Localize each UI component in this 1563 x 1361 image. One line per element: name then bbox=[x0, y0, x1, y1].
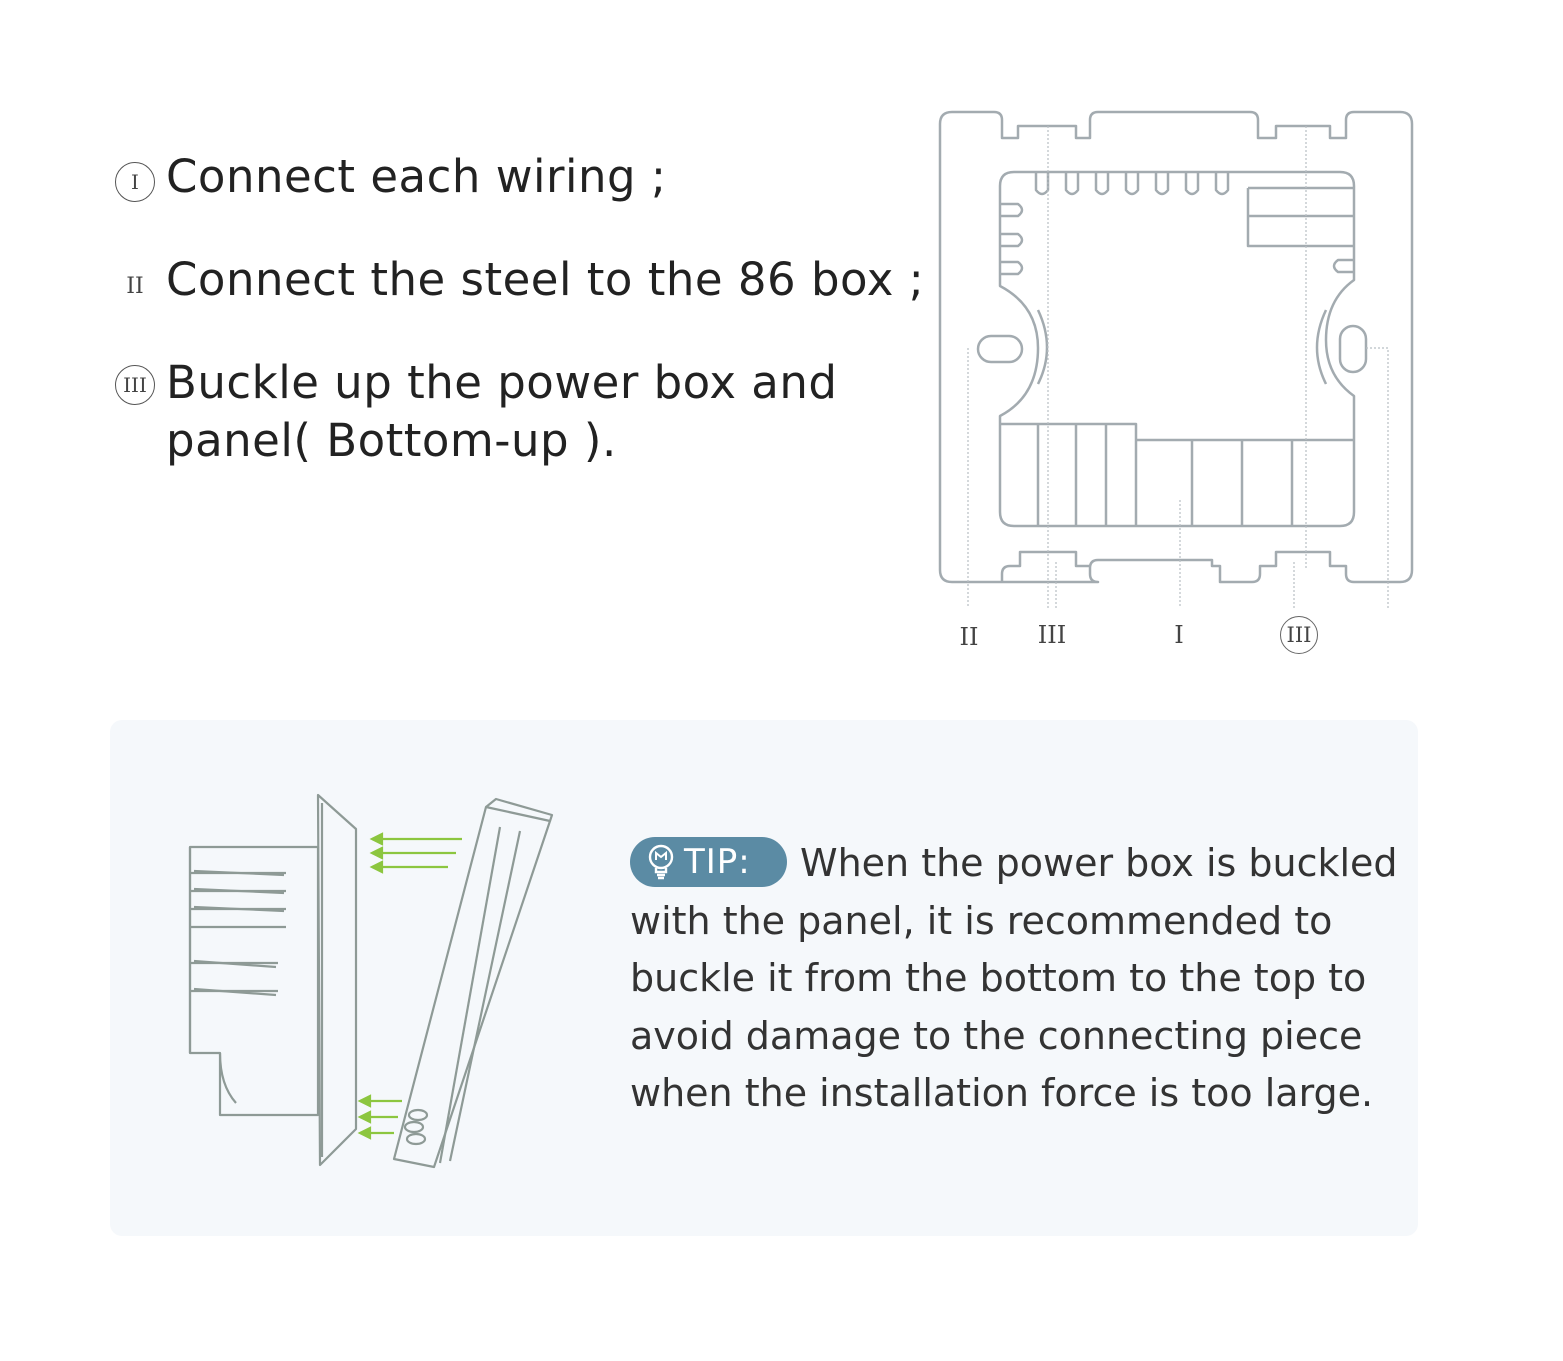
step-1-numeral: I bbox=[115, 162, 155, 202]
step-1-text: Connect each wiring ; bbox=[166, 150, 667, 203]
tip-badge: TIP: bbox=[630, 837, 787, 887]
tip-panel bbox=[110, 720, 1418, 1236]
mounting-plate-diagram bbox=[938, 110, 1414, 608]
tip-line-1: When the power box is buckled bbox=[800, 841, 1398, 885]
step-3-text-line2: panel( Bottom-up ). bbox=[166, 414, 617, 467]
lightbulb-icon bbox=[648, 844, 674, 880]
step-2-numeral: II bbox=[126, 273, 144, 299]
step-3-text-line1: Buckle up the power box and bbox=[166, 356, 838, 409]
step-3-numeral: III bbox=[115, 365, 155, 405]
tip-line-4: avoid damage to the connecting piece bbox=[630, 1014, 1363, 1058]
step-2-text: Connect the steel to the 86 box ; bbox=[166, 253, 925, 306]
tip-line-5: when the installation force is too large… bbox=[630, 1071, 1374, 1115]
power-box-panel-illustration bbox=[188, 793, 554, 1169]
callout-i: I bbox=[1174, 621, 1184, 649]
callout-iii-right: III bbox=[1280, 616, 1318, 654]
callout-iii-left: III bbox=[1037, 621, 1067, 649]
tip-label: TIP: bbox=[684, 842, 751, 882]
callout-ii: II bbox=[959, 623, 979, 651]
tip-line-3: buckle it from the bottom to the top to bbox=[630, 956, 1367, 1000]
tip-line-2: with the panel, it is recommended to bbox=[630, 899, 1333, 943]
